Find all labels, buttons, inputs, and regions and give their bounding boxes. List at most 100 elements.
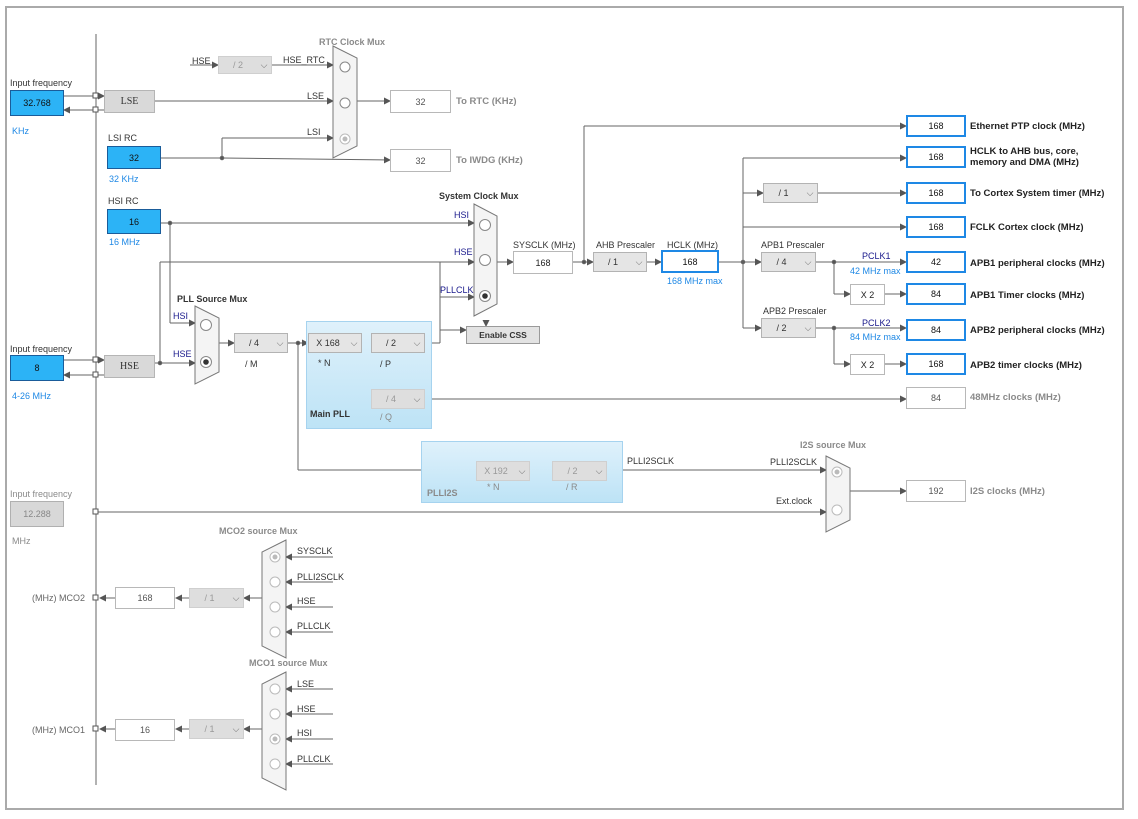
pll-m-dropdown[interactable]: / 4⌵ bbox=[234, 333, 288, 353]
mco1-value[interactable]: 16 bbox=[115, 719, 175, 741]
mco1-source-mux bbox=[261, 671, 287, 791]
apb1-timer-multiplier: X 2 bbox=[850, 284, 885, 305]
hse-oscillator: HSE bbox=[104, 355, 155, 378]
i2s-ext-input-frequency-field[interactable]: 12.288 bbox=[10, 501, 64, 527]
lse-oscillator: LSE bbox=[104, 90, 155, 113]
hsi-unit: 16 MHz bbox=[109, 237, 141, 247]
rtc-lsi-label: LSI bbox=[307, 127, 321, 137]
ahb-prescaler-dropdown[interactable]: / 1⌵ bbox=[593, 252, 647, 272]
hsi-value: 16 bbox=[107, 209, 161, 234]
ethernet-ptp-value[interactable]: 168 bbox=[906, 115, 966, 137]
mco2-input-pllclk: PLLCLK bbox=[297, 621, 331, 631]
iwdg-output-label: To IWDG (KHz) bbox=[456, 155, 523, 166]
rtc-hse-rtc-label: HSE_RTC bbox=[283, 55, 325, 65]
chevron-down-icon: ⌵ bbox=[413, 393, 421, 404]
lse-input-unit: KHz bbox=[12, 126, 30, 136]
hse-input-frequency-field[interactable]: 8 bbox=[10, 355, 64, 381]
pll-n-dropdown[interactable]: X 168⌵ bbox=[308, 333, 362, 353]
mco1-input-hsi: HSI bbox=[297, 728, 313, 738]
chevron-down-icon: ⌵ bbox=[413, 337, 421, 348]
i2s-source-mux bbox=[825, 455, 851, 533]
lse-input-frequency-field[interactable]: 32.768 bbox=[10, 90, 64, 116]
mco1-label: (MHz) MCO1 bbox=[32, 725, 85, 735]
pllmux-hse-label: HSE bbox=[173, 349, 192, 359]
rtc-mux-title: RTC Clock Mux bbox=[319, 37, 386, 47]
fclk-label: FCLK Cortex clock (MHz) bbox=[970, 222, 1084, 233]
sysmux-pllclk-label: PLLCLK bbox=[440, 285, 474, 295]
rtc-hse-label: HSE bbox=[192, 56, 211, 66]
48mhz-label: 48MHz clocks (MHz) bbox=[970, 392, 1061, 403]
apb1-timer-label: APB1 Timer clocks (MHz) bbox=[970, 290, 1085, 301]
mco2-value[interactable]: 168 bbox=[115, 587, 175, 609]
plli2s-n-dropdown[interactable]: X 192⌵ bbox=[476, 461, 530, 481]
main-pll-title: Main PLL bbox=[310, 409, 350, 419]
hclk-field[interactable]: 168 bbox=[661, 250, 719, 273]
lsi-unit: 32 KHz bbox=[109, 174, 139, 184]
pll-q-label: / Q bbox=[380, 412, 393, 422]
sysclk-label: SYSCLK (MHz) bbox=[513, 240, 576, 250]
chevron-down-icon: ⌵ bbox=[232, 592, 240, 603]
plli2s-title: PLLI2S bbox=[427, 488, 458, 498]
chevron-down-icon: ⌵ bbox=[804, 256, 812, 267]
apb2-timer-value[interactable]: 168 bbox=[906, 353, 966, 375]
plli2s-r-dropdown[interactable]: / 2⌵ bbox=[552, 461, 607, 481]
sysmux-hse-label: HSE bbox=[454, 247, 473, 257]
i2s-ext-input-title: Input frequency bbox=[10, 489, 73, 499]
chevron-down-icon: ⌵ bbox=[276, 337, 284, 348]
mco2-divider-dropdown[interactable]: / 1⌵ bbox=[189, 588, 244, 608]
hclk-ahb-value[interactable]: 168 bbox=[906, 146, 966, 168]
cortex-timer-divider-dropdown[interactable]: / 1⌵ bbox=[763, 183, 818, 203]
apb1-timer-value[interactable]: 84 bbox=[906, 283, 966, 305]
mco1-input-pllclk: PLLCLK bbox=[297, 754, 331, 764]
mco1-mux-title: MCO1 source Mux bbox=[249, 658, 328, 668]
mco1-input-lse: LSE bbox=[297, 679, 315, 689]
chevron-down-icon: ⌵ bbox=[518, 465, 526, 476]
apb2-peripheral-label: APB2 peripheral clocks (MHz) bbox=[970, 325, 1105, 336]
apb2-prescaler-label: APB2 Prescaler bbox=[763, 306, 827, 316]
hclk-label: HCLK (MHz) bbox=[667, 240, 718, 250]
iwdg-output-value: 32 bbox=[390, 149, 451, 172]
pll-p-label: / P bbox=[380, 359, 392, 369]
plli2sclk-label: PLLI2SCLK bbox=[627, 456, 675, 466]
hclk-max: 168 MHz max bbox=[667, 276, 723, 286]
mco2-label: (MHz) MCO2 bbox=[32, 593, 85, 603]
mco1-divider-dropdown[interactable]: / 1⌵ bbox=[189, 719, 244, 739]
apb2-peripheral-value[interactable]: 84 bbox=[906, 319, 966, 341]
apb2-prescaler-dropdown[interactable]: / 2⌵ bbox=[761, 318, 816, 338]
hclk-ahb-label: HCLK to AHB bus, core, bbox=[970, 146, 1079, 157]
lsi-title: LSI RC bbox=[108, 133, 138, 143]
pclk2-label: PCLK2 bbox=[862, 318, 891, 328]
pll-source-mux bbox=[194, 305, 220, 385]
rtc-output-value: 32 bbox=[390, 90, 451, 113]
pll-q-dropdown[interactable]: / 4⌵ bbox=[371, 389, 425, 409]
apb1-peripheral-label: APB1 peripheral clocks (MHz) bbox=[970, 258, 1105, 269]
plli2s-r-label: / R bbox=[566, 482, 578, 492]
pll-p-dropdown[interactable]: / 2⌵ bbox=[371, 333, 425, 353]
apb2-timer-label: APB2 timer clocks (MHz) bbox=[970, 360, 1082, 371]
i2smux-ext-label: Ext.clock bbox=[776, 496, 813, 506]
chevron-down-icon: ⌵ bbox=[232, 723, 240, 734]
48mhz-value[interactable]: 84 bbox=[906, 387, 966, 409]
apb1-prescaler-dropdown[interactable]: / 4⌵ bbox=[761, 252, 816, 272]
ahb-prescaler-label: AHB Prescaler bbox=[596, 240, 656, 250]
rtc-lse-label: LSE bbox=[307, 91, 325, 101]
enable-css-button[interactable]: Enable CSS bbox=[466, 326, 540, 344]
mco1-input-hse: HSE bbox=[297, 704, 316, 714]
mco2-source-mux bbox=[261, 539, 287, 659]
mco2-input-sysclk: SYSCLK bbox=[297, 546, 333, 556]
fclk-value[interactable]: 168 bbox=[906, 216, 966, 238]
cortex-timer-value[interactable]: 168 bbox=[906, 182, 966, 204]
plli2s-n-label: * N bbox=[487, 482, 500, 492]
rtc-hse-divider-dropdown[interactable]: / 2⌵ bbox=[218, 56, 272, 74]
chevron-down-icon: ⌵ bbox=[350, 337, 358, 348]
mco2-input-hse: HSE bbox=[297, 596, 316, 606]
chevron-down-icon: ⌵ bbox=[804, 322, 812, 333]
mco2-input-plli2sclk: PLLI2SCLK bbox=[297, 572, 345, 582]
sysmux-hsi-label: HSI bbox=[454, 210, 470, 220]
apb1-peripheral-value[interactable]: 42 bbox=[906, 251, 966, 273]
pllmux-hsi-label: HSI bbox=[173, 311, 189, 321]
ethernet-ptp-label: Ethernet PTP clock (MHz) bbox=[970, 121, 1085, 132]
i2s-clock-value[interactable]: 192 bbox=[906, 480, 966, 502]
chevron-down-icon: ⌵ bbox=[806, 187, 814, 198]
